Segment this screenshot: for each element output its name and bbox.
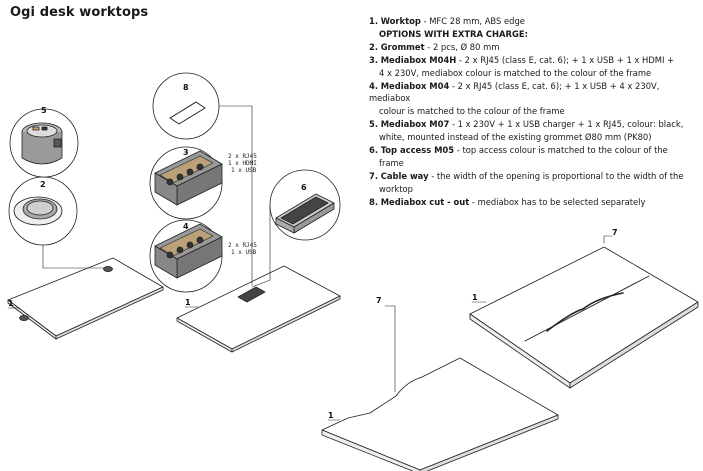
callout-1-cutout-top: 1 bbox=[185, 298, 191, 307]
callout-7-notch: 7 bbox=[376, 296, 382, 305]
m04h-note-usb: 1 x USB bbox=[231, 167, 257, 174]
legend-item-cable-way-cont: worktop bbox=[379, 183, 413, 194]
cable-way-opening bbox=[546, 292, 624, 332]
grommet-hole-1 bbox=[19, 314, 29, 321]
m04-note-usb: 1 x USB bbox=[231, 249, 257, 256]
component-legend: 1. Worktop - MFC 28 mm, ABS edge OPTIONS… bbox=[369, 15, 695, 209]
grommet-detail bbox=[8, 176, 105, 269]
legend-item-m05: 6. Top access M05 - top access colour is… bbox=[369, 145, 668, 156]
m04-note-rj45: 2 x RJ45 bbox=[228, 242, 257, 249]
callout-2: 2 bbox=[40, 180, 46, 189]
m04h-note-hdmi: 1 x HDMI bbox=[228, 160, 257, 167]
legend-item-m07-cont: white, mounted instead of the existing g… bbox=[379, 132, 652, 143]
callout-1-grommet-top: 1 bbox=[8, 299, 14, 308]
worktop-with-notch bbox=[321, 305, 559, 471]
legend-item-m04: 4. Mediabox M04 - 2 x RJ45 (class E, cat… bbox=[369, 80, 660, 104]
legend-item-m04-cont: colour is matched to the colour of the f… bbox=[379, 106, 565, 117]
callout-7-cable-way: 7 bbox=[612, 228, 618, 237]
worktop-with-cutout bbox=[176, 265, 341, 353]
legend-item-m04h-cont: 4 x 230V, mediabox colour is matched to … bbox=[379, 67, 652, 78]
callout-4: 4 bbox=[183, 222, 189, 231]
legend-item-worktop: 1. Worktop - MFC 28 mm, ABS edge bbox=[369, 16, 525, 26]
m04h-note-rj45: 2 x RJ45 bbox=[228, 153, 257, 160]
mediabox-m07-detail bbox=[9, 108, 79, 178]
mediabox-cutout bbox=[237, 286, 266, 303]
legend-options-heading: OPTIONS WITH EXTRA CHARGE: bbox=[379, 28, 528, 39]
top-access-m05-detail bbox=[251, 169, 341, 288]
grommet-hole-2 bbox=[103, 265, 113, 272]
legend-item-cutout: 8. Mediabox cut - out - mediabox has to … bbox=[369, 196, 646, 207]
mediabox-m04-detail bbox=[149, 219, 223, 293]
legend-item-m04h: 3. Mediabox M04H - 2 x RJ45 (class E, ca… bbox=[369, 54, 675, 65]
legend-item-m05-cont: frame bbox=[379, 157, 404, 168]
callout-6: 6 bbox=[301, 183, 307, 192]
callout-1-notch-top: 1 bbox=[328, 411, 334, 420]
cutout-detail bbox=[152, 72, 253, 286]
mediabox-m04h-detail bbox=[149, 146, 223, 220]
legend-item-cable-way: 7. Cable way - the width of the opening … bbox=[369, 170, 684, 181]
callout-1-cable-way-top: 1 bbox=[472, 293, 478, 302]
worktop-with-cable-way bbox=[469, 235, 699, 389]
callout-3: 3 bbox=[183, 148, 189, 157]
callout-8: 8 bbox=[183, 83, 189, 92]
legend-item-m07: 5. Mediabox M07 - 1 x 230V + 1 x USB cha… bbox=[369, 119, 684, 130]
worktop-with-grommets bbox=[7, 257, 164, 340]
callout-5: 5 bbox=[41, 106, 47, 115]
page-title: Ogi desk worktops bbox=[10, 5, 149, 20]
legend-item-grommet: 2. Grommet - 2 pcs, Ø 80 mm bbox=[369, 41, 500, 52]
